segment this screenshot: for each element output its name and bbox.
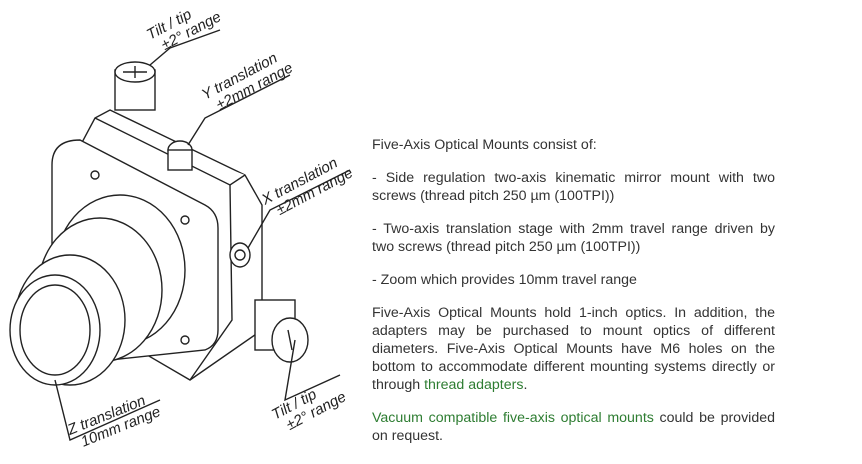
y-translation-label: Y translation ±2mm range: [199, 50, 296, 114]
z-translation-label: Z translation 10mm range: [64, 392, 163, 451]
five-axis-mount-drawing: Tilt / tip ±2° range Y translation ±2mm …: [9, 6, 356, 451]
feature-item: - Two-axis translation stage with 2mm tr…: [372, 221, 775, 255]
feature-item: - Side regulation two-axis kinematic mir…: [372, 170, 775, 204]
x-translation-label: X translation ±2mm range: [258, 154, 356, 219]
vacuum-text: could be provided on request.: [372, 410, 775, 444]
thread-adapters-link[interactable]: thread adapters: [424, 377, 524, 393]
optics-text: Five-Axis Optical Mounts hold 1-inch opt…: [372, 305, 775, 393]
mount-illustration: [9, 29, 351, 441]
vacuum-mounts-link[interactable]: Vacuum compatible five-axis optical moun…: [372, 410, 654, 426]
tilt-tip-bottom-label: Tilt / tip ±2° range: [269, 386, 349, 434]
description: Five-Axis Optical Mounts consist of: - S…: [372, 136, 775, 460]
period: .: [523, 377, 528, 393]
feature-item: - Zoom which provides 10mm travel range: [372, 272, 637, 288]
vacuum-paragraph: Vacuum compatible five-axis optical moun…: [372, 409, 775, 445]
intro-text: Five-Axis Optical Mounts consist of:: [372, 137, 597, 153]
optics-paragraph: Five-Axis Optical Mounts hold 1-inch opt…: [372, 304, 775, 394]
tilt-tip-top-label: Tilt / tip ±2° range: [144, 6, 224, 54]
